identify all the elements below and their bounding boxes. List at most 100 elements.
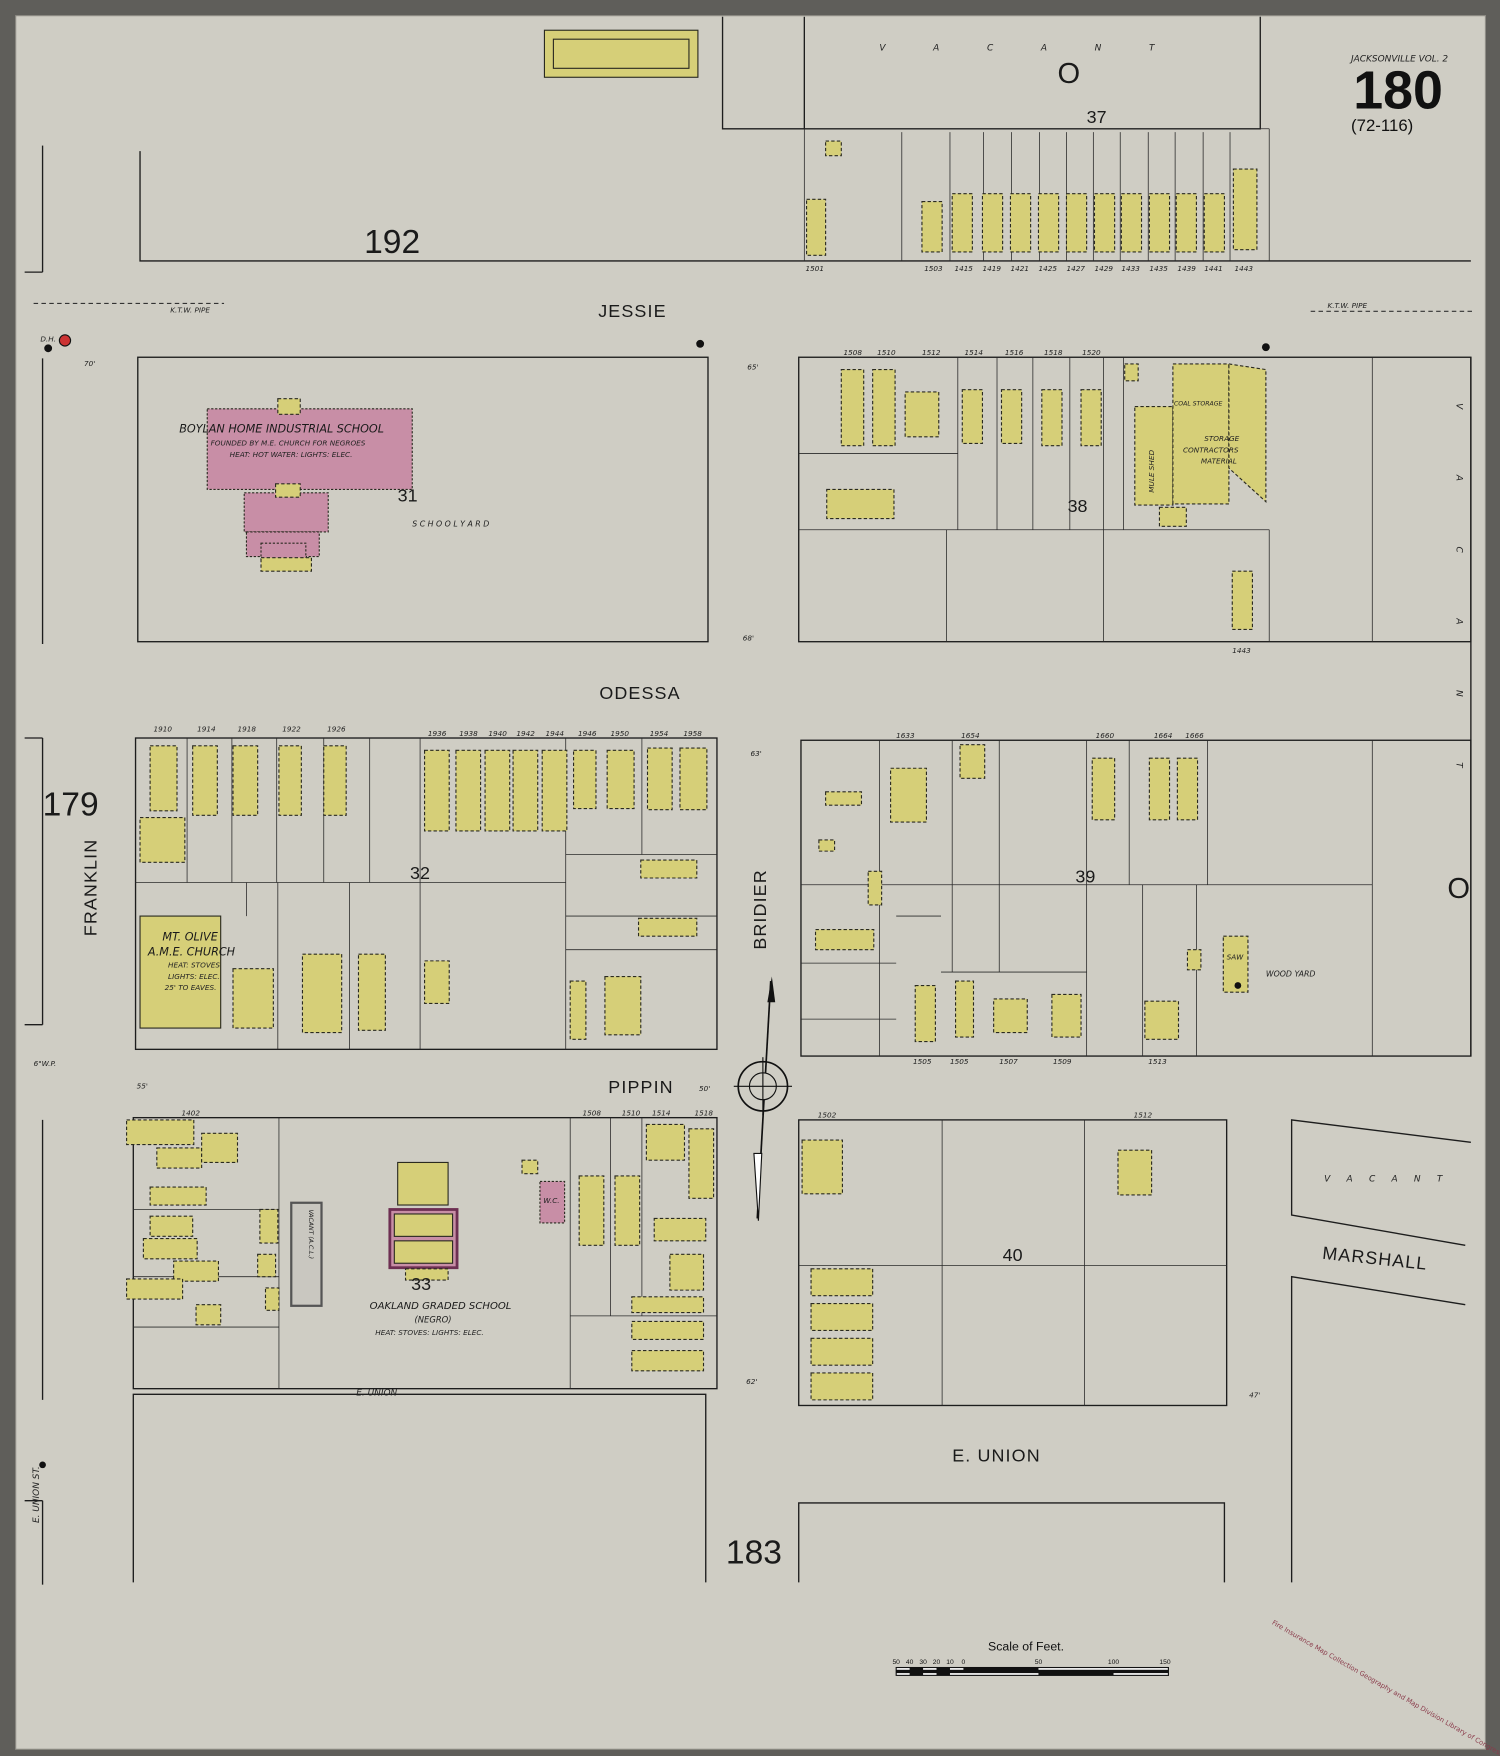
address-number: 1944 — [546, 729, 565, 738]
width-label: 65' — [747, 363, 758, 372]
address-number: 1421 — [1010, 264, 1029, 273]
contractors-label: CONTRACTORS — [1183, 445, 1239, 454]
scale-title: Scale of Feet. — [988, 1640, 1064, 1654]
address-number: 1516 — [1005, 348, 1024, 357]
ktw-pipe-right-label: K.T.W. PIPE — [1327, 301, 1367, 310]
wc-building — [539, 1180, 566, 1224]
scale-tick-label: 40 — [906, 1659, 914, 1666]
scale-tick-label: 150 — [1159, 1659, 1170, 1666]
mule-shed-label: MULE SHED — [1147, 450, 1156, 493]
address-number: 1954 — [650, 729, 669, 738]
mt-olive-label-3: HEAT: STOVES — [168, 961, 220, 970]
top-vacant-building — [543, 29, 699, 78]
address-number: 1508 — [844, 348, 863, 357]
brick-buildings — [206, 398, 566, 1281]
street-bridier: BRIDIER — [750, 869, 770, 949]
block-number-38: 38 — [1068, 496, 1088, 516]
address-number: 1433 — [1121, 264, 1140, 273]
street-pippin: PIPPIN — [608, 1077, 673, 1097]
width-label: 47' — [1249, 1391, 1260, 1400]
north-arrow-compass-icon — [733, 976, 793, 1221]
adjacent-sheet-183: 183 — [726, 1534, 782, 1571]
sheet-range: (72-116) — [1351, 116, 1413, 135]
street-e-union: E. UNION — [952, 1445, 1041, 1465]
address-number: 1940 — [488, 729, 507, 738]
address-number: 1514 — [965, 348, 984, 357]
material-label: MATERIAL — [1201, 457, 1237, 466]
mt-olive-label-1: MT. OLIVE — [162, 931, 218, 944]
boylan-school-title: BOYLAN HOME INDUSTRIAL SCHOOL — [179, 422, 384, 435]
address-number: 1942 — [516, 729, 535, 738]
address-number: 1918 — [237, 724, 256, 733]
block-number-37: 37 — [1087, 107, 1107, 127]
address-number: 1508 — [583, 1108, 602, 1117]
address-number: 1439 — [1177, 264, 1196, 273]
address-number: 1503 — [924, 264, 943, 273]
width-label: 55' — [137, 1082, 148, 1091]
address-number: 1509 — [1053, 1057, 1072, 1066]
address-number: 1518 — [695, 1108, 714, 1117]
scale-tick-label: 50 — [892, 1659, 900, 1666]
block-32-outline — [134, 737, 718, 1051]
street-e-union-st: E. UNION ST. — [32, 1466, 42, 1523]
address-number: 1415 — [954, 264, 973, 273]
sheet-header: JACKSONVILLE VOL. 2 180 (72-116) — [1349, 55, 1448, 135]
address-number: 1514 — [652, 1108, 671, 1117]
address-number: 1512 — [1134, 1111, 1153, 1120]
block-40-outline — [798, 1119, 1228, 1407]
boylan-school-sub2: HEAT: HOT WATER: LIGHTS: ELEC. — [230, 450, 353, 459]
address-number: 1660 — [1096, 731, 1115, 740]
saw-label: SAW — [1227, 953, 1244, 962]
oakland-school-label-2: (NEGRO) — [414, 1315, 451, 1325]
address-number: 1505 — [913, 1057, 932, 1066]
sheet-number: 180 — [1353, 61, 1443, 121]
block-number-40: 40 — [1003, 1245, 1023, 1265]
scale-tick-label: 20 — [933, 1659, 941, 1666]
address-number: 1510 — [877, 348, 896, 357]
adjacent-sheet-179: 179 — [43, 786, 99, 823]
block-number-33: 33 — [411, 1274, 431, 1294]
oakland-school-label-1: OAKLAND GRADED SCHOOL — [370, 1301, 512, 1312]
coal-storage-label: COAL STORAGE — [1174, 400, 1223, 407]
street-e-union-small: E. UNION — [356, 1388, 397, 1398]
lot-lines — [133, 357, 1373, 1406]
address-number: 1427 — [1066, 264, 1085, 273]
right-o-mark: O — [1447, 873, 1470, 905]
width-label: 50' — [699, 1084, 710, 1093]
mt-olive-label-4: LIGHTS: ELEC. — [168, 972, 220, 981]
block-33-outline — [132, 1116, 718, 1390]
address-number: 1429 — [1094, 264, 1113, 273]
scale-tick-label: 50 — [1035, 1659, 1043, 1666]
scale-tick-label: 10 — [946, 1659, 954, 1666]
address-number: 1654 — [961, 731, 980, 740]
street-franklin: FRANKLIN — [80, 839, 100, 937]
address-number: 1507 — [999, 1057, 1018, 1066]
address-number: 1441 — [1204, 264, 1223, 273]
top-vacant-building-inner — [552, 38, 690, 69]
vacant-acl-label: VACANT (A.C.L.) — [307, 1209, 314, 1259]
width-label: 62' — [746, 1377, 757, 1386]
scale-tick-label: 0 — [962, 1659, 966, 1666]
frame-buildings — [126, 140, 1267, 1401]
address-number: 1505 — [950, 1057, 969, 1066]
gwp-label: 6"W.P. — [34, 1059, 57, 1068]
address-number: 1950 — [611, 729, 630, 738]
address-number: 1518 — [1044, 348, 1063, 357]
width-label: 70' — [84, 359, 95, 368]
address-number: 1926 — [327, 724, 346, 733]
right-vacant-label: V A C A N T — [1453, 403, 1463, 799]
address-number: 1936 — [428, 729, 447, 738]
address-number: 1938 — [459, 729, 478, 738]
address-number: 1402 — [181, 1108, 200, 1117]
address-number: 1922 — [282, 724, 301, 733]
street-jessie: JESSIE — [598, 301, 666, 321]
address-number: 1513 — [1148, 1057, 1167, 1066]
address-number: 1520 — [1082, 348, 1101, 357]
boylan-school-sub1: FOUNDED BY M.E. CHURCH FOR NEGROES — [211, 439, 366, 448]
street-odessa: ODESSA — [599, 683, 680, 703]
address-number: 1946 — [578, 729, 597, 738]
mt-olive-label-2: A.M.E. CHURCH — [147, 945, 236, 958]
